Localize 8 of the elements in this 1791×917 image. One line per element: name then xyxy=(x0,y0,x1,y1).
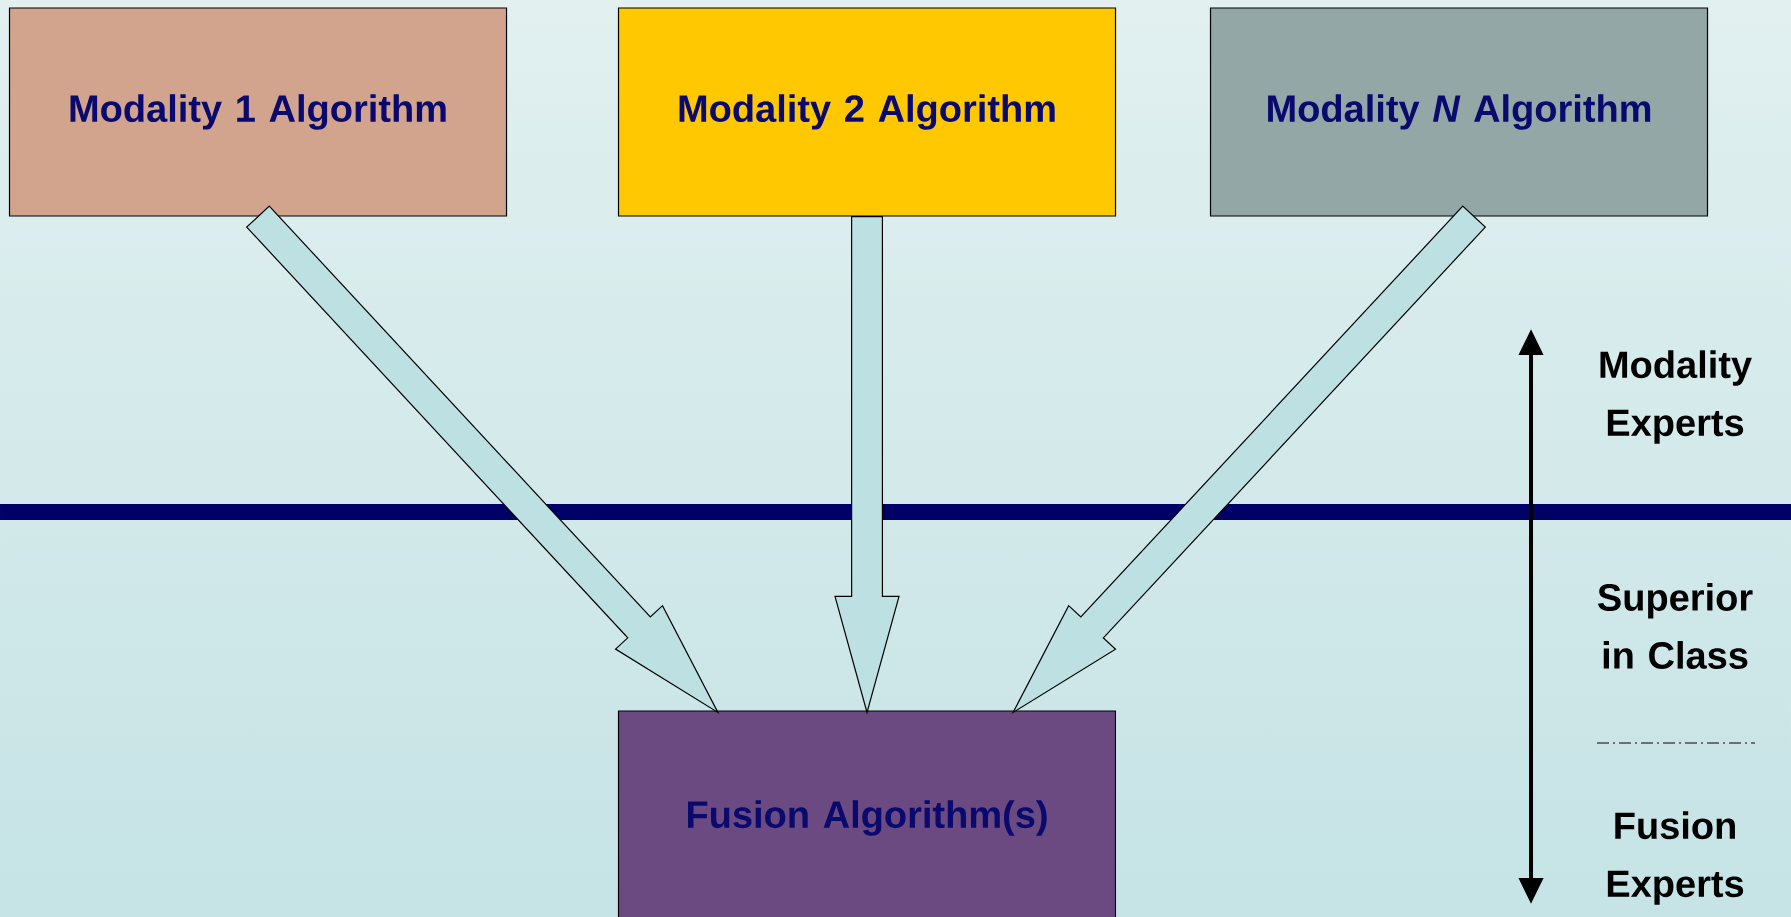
algorithm-box: Modality 1 Algorithm xyxy=(8,7,508,217)
algorithm-box: Modality 2 Algorithm xyxy=(617,7,1117,217)
side-label: Modality Experts xyxy=(1600,350,1752,444)
block-arrow xyxy=(834,216,900,715)
algorithm-box: Modality N Algorithm xyxy=(1209,7,1709,217)
side-label: Superior in Class xyxy=(1598,583,1753,669)
algorithm-box: Fusion Algorithm(s) xyxy=(617,710,1117,917)
side-label: Fusion Experts xyxy=(1607,811,1744,905)
